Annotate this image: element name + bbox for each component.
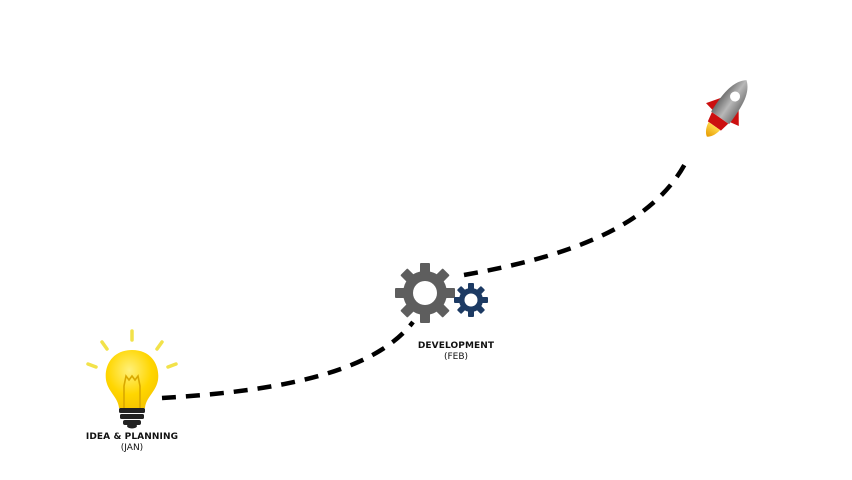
lightbulb-icon — [86, 329, 178, 429]
gear-small-icon — [454, 283, 488, 317]
milestone-development-label: DEVELOPMENT (FEB) — [396, 341, 516, 363]
milestone-title: IDEA & PLANNING — [85, 432, 179, 442]
roadmap-path-segment-1 — [161, 320, 415, 401]
gear-large-icon — [395, 263, 455, 323]
milestone-date: (JAN) — [120, 443, 144, 453]
roadmap-path-segment-2 — [463, 160, 688, 278]
rocket-icon — [705, 80, 748, 137]
milestone-title: DEVELOPMENT — [417, 341, 495, 351]
milestone-idea-label: IDEA & PLANNING (JAN) — [72, 432, 192, 454]
milestone-date: (FEB) — [443, 352, 469, 362]
